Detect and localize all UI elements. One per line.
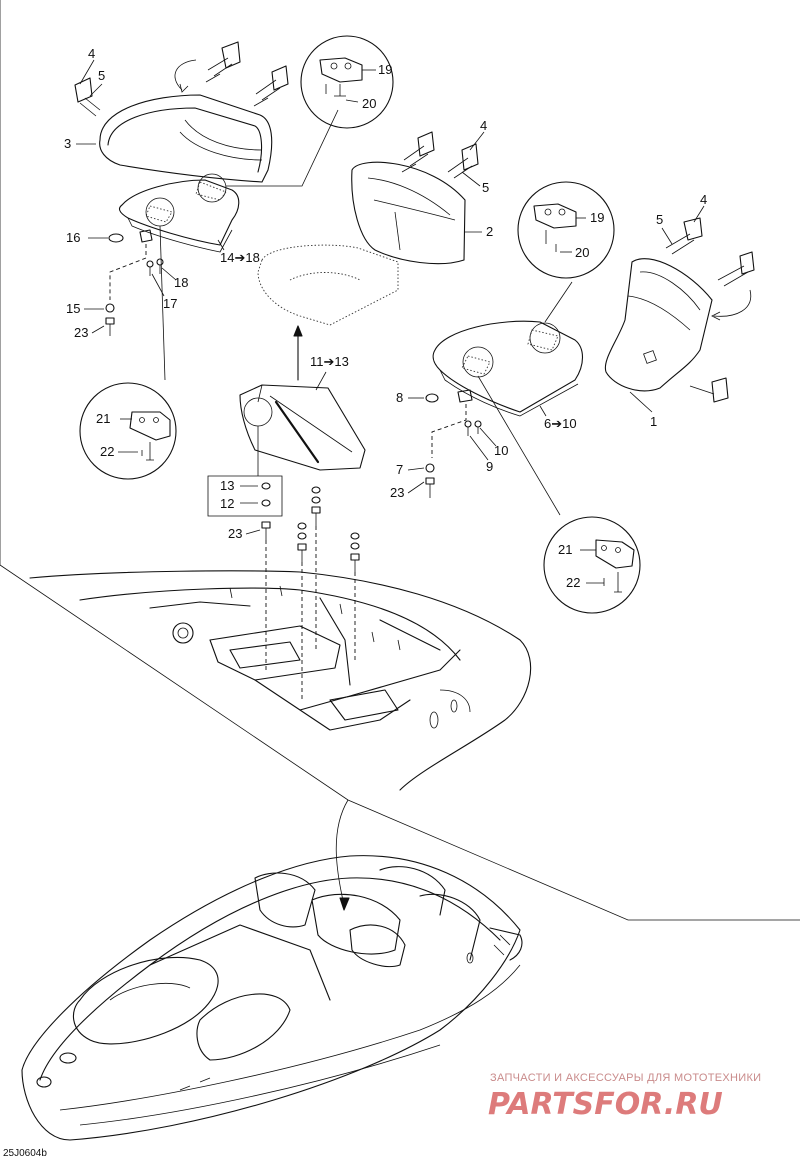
hardware-stack-right [425,389,482,498]
leader-line [477,375,561,516]
callout-3: 3 [64,136,71,151]
callout-19: 19 [590,210,604,225]
callout-21: 21 [558,542,572,557]
callout-9: 9 [486,459,493,474]
hull-deck-section [29,570,532,791]
cushion-outline-dotted [257,244,399,326]
leader-line [544,281,573,323]
callout-22: 22 [566,575,580,590]
watermark-tagline: ЗАПЧАСТИ И АКСЕССУАРЫ ДЛЯ МОТОТЕХНИКИ [490,1072,761,1084]
detail-circle-21-22-left [79,382,177,480]
callout-21: 21 [96,411,110,426]
hardware-columns [265,486,360,700]
drawing-code: 25J0604b [3,1148,47,1159]
leader-line [335,799,349,906]
leader-arrow-head [339,897,350,911]
callout-14-18: 14➔18 [220,250,260,265]
callout-8: 8 [396,390,403,405]
callout-18: 18 [174,275,188,290]
backrest-part-2 [351,161,482,265]
callout-23: 23 [74,325,88,340]
detail-circle-19-20-right [517,181,615,279]
callout-4: 4 [480,118,487,133]
callout-16: 16 [66,230,80,245]
callout-22: 22 [100,444,114,459]
callout-6-10: 6➔10 [544,416,577,431]
detail-circle-19-20-top [300,35,394,129]
callout-1: 1 [650,414,657,429]
detail-circle-21-22-right [543,516,641,614]
callout-5: 5 [656,212,663,227]
seat-cushion-part-14 [118,173,240,253]
clip-hardware-top-left [74,41,289,117]
backrest-part-3 [99,94,273,183]
clip-hardware-right [665,217,755,403]
callout-2: 2 [486,224,493,239]
callout-5: 5 [482,180,489,195]
callout-11-13: 11➔13 [310,354,349,369]
clip-hardware-center [401,131,479,179]
seat-cushion-part-6 [432,320,584,417]
callout-labels: 3 4 5 19 20 4 5 2 16 14➔18 18 17 15 23 1… [64,46,707,590]
boat-overview [21,855,523,1141]
watermark: ЗАПЧАСТИ И АКСЕССУАРЫ ДЛЯ МОТОТЕХНИКИ PA… [488,1072,761,1122]
callout-15: 15 [66,301,80,316]
callout-12: 12 [220,496,234,511]
watermark-brand: PARTSFOR.RU [488,1087,723,1122]
callout-17: 17 [163,296,177,311]
callout-23: 23 [228,526,242,541]
callout-4: 4 [700,192,707,207]
callout-20: 20 [362,96,376,111]
hardware-box [207,475,283,540]
callout-10: 10 [494,443,508,458]
frame-lines [0,0,800,921]
callout-4: 4 [88,46,95,61]
callout-13: 13 [220,478,234,493]
assembly-arrow-head [293,325,303,337]
backrest-part-1 [604,258,713,413]
hardware-stack-left [105,229,164,336]
leader-line [226,109,339,187]
leader-line [159,225,166,381]
callout-19: 19 [378,62,392,77]
seat-cushion-part-11 [239,384,366,471]
callout-20: 20 [575,245,589,260]
callout-23: 23 [390,485,404,500]
callout-5: 5 [98,68,105,83]
callout-7: 7 [396,462,403,477]
